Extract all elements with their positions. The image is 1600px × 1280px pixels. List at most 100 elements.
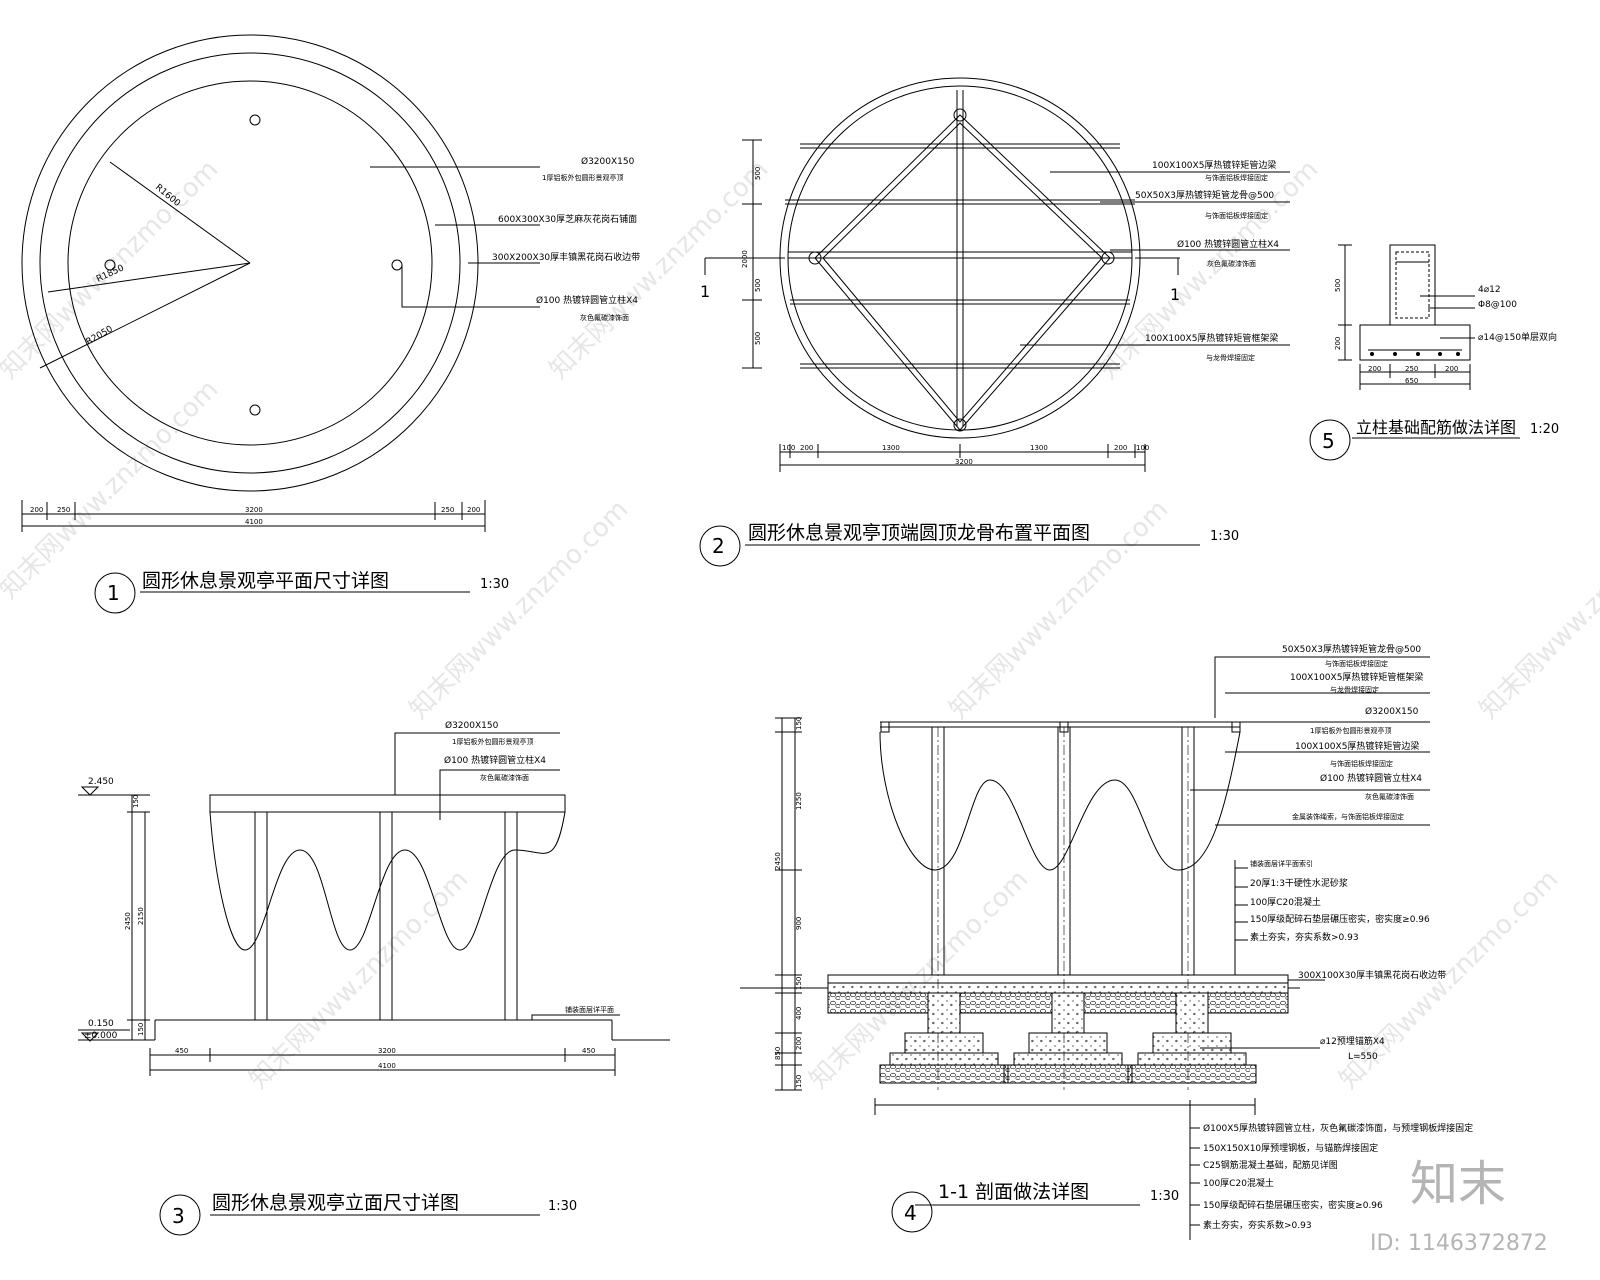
drawing-number: 3 (172, 1204, 185, 1228)
drawing-title: 圆形休息景观亭平面尺寸详图 (142, 570, 389, 592)
dimension: 1300 (882, 444, 900, 452)
section-mark: 1 (700, 282, 710, 301)
dimension: 2000 (741, 250, 749, 268)
dimension: 150 (795, 1075, 803, 1088)
dimension: 650 (1405, 377, 1418, 385)
drawing-3-elevation (78, 732, 670, 1236)
drawing-1-text: R1600 R1850 R2050 Ø3200X150 1厚铝板外包圆形景观亭顶… (30, 156, 640, 605)
dimension: 200 (1445, 365, 1458, 373)
radius-label: R2050 (85, 324, 115, 347)
annotation: ⌀12预埋锚筋X4 (1320, 1035, 1385, 1047)
annotation: 600X300X30厚芝麻灰花岗石铺面 (498, 213, 637, 225)
annotation: 150X150X10厚预埋钢板，与锚筋焊接固定 (1203, 1142, 1378, 1154)
level: ±0.000 (84, 1031, 118, 1041)
annotation: 素土夯实，夯实系数>0.93 (1203, 1219, 1312, 1231)
dimension: 200 (30, 506, 43, 514)
annotation: Ø100X5厚热镀锌圆管立柱，灰色氟碳漆饰面，与预埋钢板焊接固定 (1203, 1122, 1473, 1134)
annotation: 素土夯实，夯实系数>0.93 (1250, 931, 1359, 943)
annotation: 灰色氟碳漆饰面 (580, 313, 629, 322)
dimension: 200 (467, 506, 480, 514)
dimension: 200 (1368, 365, 1381, 373)
annotation: 100X100X5厚热镀锌矩管框架梁 (1290, 671, 1423, 683)
annotation: 4⌀12 (1478, 285, 1501, 295)
annotation: 与饰面铝板焊接固定 (1205, 173, 1268, 182)
annotation: 20厚1:3干硬性水泥砂浆 (1250, 877, 1348, 889)
dimension: 2450 (124, 912, 132, 930)
dimension: 150 (137, 1023, 145, 1036)
dimension: 500 (754, 279, 762, 292)
drawing-scale: 1:30 (548, 1199, 577, 1214)
annotation: 100厚C20混凝土 (1250, 896, 1321, 908)
brand-logo: 知末 (1410, 1156, 1506, 1212)
dimension: 450 (175, 1047, 188, 1055)
column-marker (391, 259, 403, 271)
dimension: 200 (1334, 337, 1342, 350)
dimension: 150 (795, 717, 803, 730)
annotation: C25钢筋混凝土基础，配筋见详图 (1203, 1159, 1338, 1171)
dimension: 900 (795, 917, 803, 930)
dimension: 500 (1334, 279, 1342, 292)
dimension: 2450 (774, 852, 782, 870)
annotation: ⌀14@150单层双向 (1478, 331, 1557, 343)
inner-ring (67, 80, 433, 446)
annotation: 铺装面层详平面 (565, 1005, 614, 1014)
dimension: 150 (132, 795, 140, 808)
dimension: 2150 (137, 907, 145, 925)
annotation: 300X100X30厚丰镇黑花岗石收边带 (1298, 969, 1446, 981)
dimension: 450 (582, 1047, 595, 1055)
dimension: 4100 (378, 1062, 396, 1070)
annotation: Ø100 热镀锌圆管立柱X4 (444, 754, 546, 766)
drawing-number: 2 (712, 534, 725, 558)
drawing-title: 1-1 剖面做法详图 (938, 1181, 1089, 1203)
annotation: 150厚级配碎石垫层碾压密实，密实度≥0.96 (1250, 913, 1430, 925)
brand-id: ID: 1146372872 (1370, 1231, 1548, 1256)
annotation: 与饰面铝板焊接固定 (1205, 211, 1268, 220)
drawing-title: 圆形休息景观亭顶端圆顶龙骨布置平面图 (748, 522, 1090, 544)
drawing-title: 圆形休息景观亭立面尺寸详图 (212, 1192, 459, 1214)
drawing-4-text: 50X50X3厚热镀锌矩管龙骨@500 与饰面铝板焊接固定 100X100X5厚… (774, 643, 1473, 1231)
drawing-number: 1 (107, 581, 120, 605)
level: 2.450 (88, 777, 114, 787)
dimension: 400 (795, 1007, 803, 1020)
drawing-3-text: Ø3200X150 1厚铝板外包圆形景观亭顶 Ø100 热镀锌圆管立柱X4 灰色… (84, 720, 614, 1228)
column-marker (249, 114, 261, 126)
annotation: 1厚铝板外包圆形景观亭顶 (452, 737, 533, 746)
watermark: 知末网www.znzmo.com (244, 864, 475, 1095)
dimension: 3200 (378, 1047, 396, 1055)
annotation: 与龙骨焊接固定 (1206, 353, 1255, 362)
drawing-title: 立柱基础配筋做法详图 (1356, 418, 1516, 437)
annotation: 100厚C20混凝土 (1203, 1177, 1274, 1189)
drawing-scale: 1:30 (1150, 1189, 1179, 1204)
drawing-scale: 1:30 (480, 577, 509, 592)
annotation: 1厚铝板外包圆形景观亭顶 (542, 173, 623, 182)
brand-watermark: 知末 ID: 1146372872 (1370, 1156, 1548, 1256)
dimension: 500 (754, 167, 762, 180)
dimension: 200 (795, 1037, 803, 1050)
annotation: Ø3200X150 (445, 720, 499, 731)
annotation: Ø3200X150 (1365, 706, 1419, 717)
dimension: 3200 (245, 506, 263, 514)
middle-ring (39, 52, 461, 474)
dimension: 100 (782, 444, 795, 452)
dimension: 4100 (245, 518, 263, 526)
dimension: 500 (754, 332, 762, 345)
watermark: 知末网www.znzmo.com (404, 494, 635, 725)
watermark: 知末网www.znzmo.com (1094, 154, 1325, 385)
dimension: 3200 (955, 458, 973, 466)
dimension: 1250 (795, 792, 803, 810)
drawing-4-section (740, 656, 1430, 1240)
annotation: 100X100X5厚热镀锌矩管边梁 (1152, 159, 1276, 171)
annotation: 与饰面铝板焊接固定 (1330, 759, 1393, 768)
drawing-2-frame-plan (699, 77, 1290, 567)
dimension: 250 (1405, 365, 1418, 373)
column-marker (104, 259, 116, 271)
annotation: 300X200X30厚丰镇黑花岗石收边带 (492, 251, 640, 263)
annotation: Φ8@100 (1478, 300, 1517, 310)
drawing-5-footing-detail (1309, 244, 1520, 461)
drawing-1-plan (21, 34, 540, 614)
drawing-5-text: 4⌀12 Φ8@100 ⌀14@150单层双向 500 200 200 250 … (1322, 279, 1559, 453)
watermark: 知末网www.znzmo.com (1474, 494, 1600, 725)
dimension: 150 (795, 977, 803, 990)
annotation: 灰色氟碳漆饰面 (480, 773, 529, 782)
dimension: 250 (57, 506, 70, 514)
